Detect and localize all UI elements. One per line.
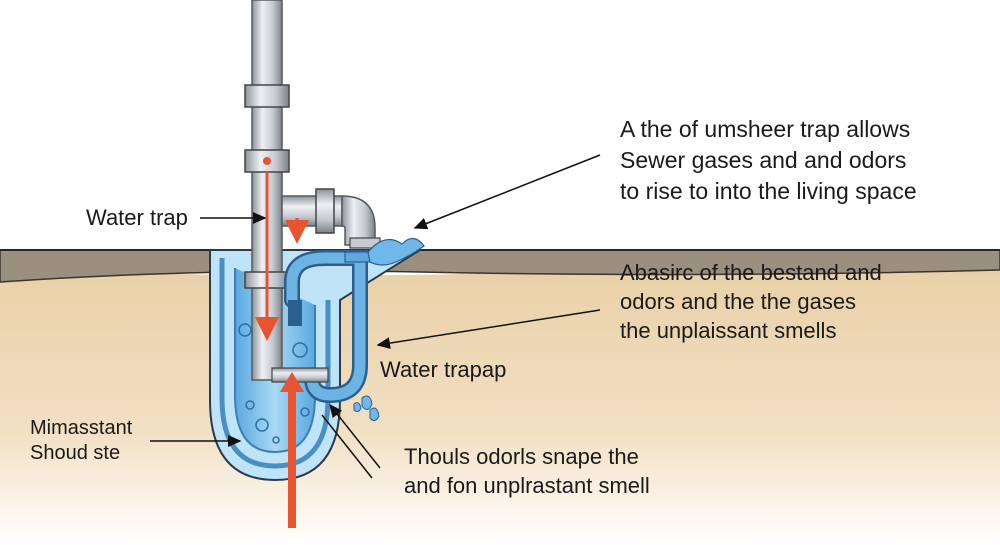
top-right-line-1: A the of umsheer trap allows [620,116,911,142]
bottom-left-line-1: Mimasstant [30,417,133,439]
middle-right-line-1: Abasirc of the bestand and [620,260,882,285]
top-right-line-2: Sewer gases and and odors [620,147,907,173]
water-trap-right-label: Water trapap [380,357,507,382]
water-trap-left-label: Water trap [86,205,188,230]
leader-lines [150,154,601,479]
bottom-right-line-1: Thouls odorls snape the [404,444,639,469]
trap-pipe [271,250,376,404]
top-right-caption: A the of umsheer trap allows Sewer gases… [620,114,917,207]
middle-right-line-2: odors and the the gases [620,289,857,314]
bottom-left-caption: Mimasstant Shoud ste [30,416,132,466]
top-right-line-3: to rise to into the living space [620,178,917,204]
elbow-pipe [281,188,381,249]
water-splash [353,237,425,422]
middle-right-caption: Abasirc of the bestand and odors and the… [620,258,882,345]
bottom-left-line-2: Shoud ste [30,442,121,464]
bottom-right-caption: Thouls odorls snape the and fon unplrast… [404,442,650,500]
bottom-right-line-2: and fon unplrastant smell [404,473,650,498]
flow-arrows [255,172,309,528]
middle-right-line-3: the unplaissant smells [620,318,837,343]
